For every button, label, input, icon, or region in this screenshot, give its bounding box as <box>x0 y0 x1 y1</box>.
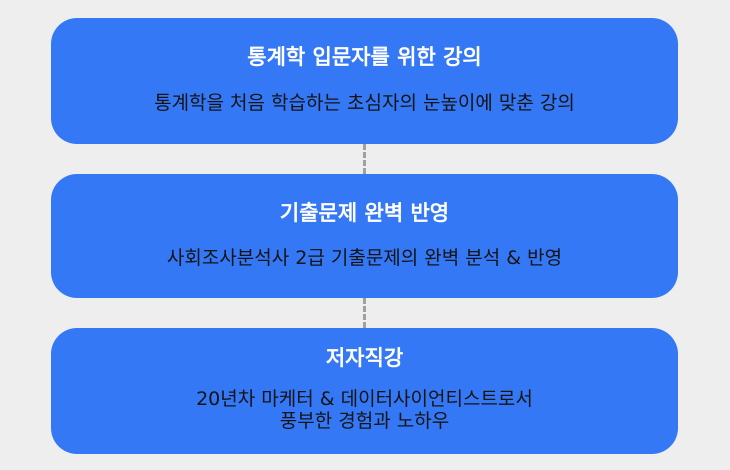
dashed-connector <box>363 144 366 174</box>
feature-card-past-exams: 기출문제 완벽 반영 사회조사분석사 2급 기출문제의 완벽 분석 & 반영 <box>51 174 678 298</box>
feature-card-author-lecture: 저자직강 20년차 마케터 & 데이터사이언티스트로서 풍부한 경험과 노하우 <box>51 328 678 454</box>
card-description: 사회조사분석사 2급 기출문제의 완벽 분석 & 반영 <box>51 247 678 269</box>
card-description: 20년차 마케터 & 데이터사이언티스트로서 풍부한 경험과 노하우 <box>51 388 678 432</box>
card-description-line: 사회조사분석사 2급 기출문제의 완벽 분석 & 반영 <box>166 247 563 269</box>
card-title: 저자직강 <box>325 346 404 370</box>
dashed-connector <box>363 298 366 328</box>
card-title: 통계학 입문자를 위한 강의 <box>247 45 482 69</box>
card-description: 통계학을 처음 학습하는 초심자의 눈높이에 맞춘 강의 <box>51 92 678 114</box>
card-title: 기출문제 완벽 반영 <box>279 201 450 225</box>
card-description-line: 20년차 마케터 & 데이터사이언티스트로서 <box>196 388 533 410</box>
card-description-line: 풍부한 경험과 노하우 <box>279 410 450 432</box>
card-description-line: 통계학을 처음 학습하는 초심자의 눈높이에 맞춘 강의 <box>154 92 575 114</box>
feature-card-beginner: 통계학 입문자를 위한 강의 통계학을 처음 학습하는 초심자의 눈높이에 맞춘… <box>51 18 678 144</box>
